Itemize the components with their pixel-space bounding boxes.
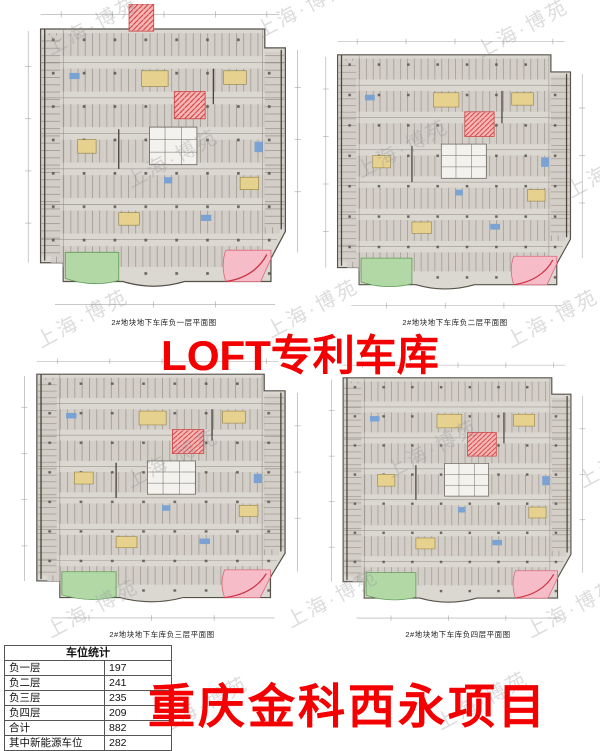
row-label: 负四层 xyxy=(4,705,105,721)
surface-ramp xyxy=(128,4,155,32)
patent-garage-title: LOFT专利车库 xyxy=(161,332,439,379)
table-row: 负四层 209 xyxy=(4,705,172,721)
floor-plan-b2-drawing xyxy=(318,32,592,317)
floor-plan-b1: 2#地块地下车库负一层平面图 xyxy=(20,4,308,328)
floor-plan-b4: 2#地块地下车库负四层平面图 xyxy=(324,356,592,640)
table-row: 合计 882 xyxy=(4,720,172,736)
table-row: 负二层 241 xyxy=(4,675,172,691)
parking-stats-table: 车位统计 负一层 197 负二层 241 负三层 235 负四层 209 合计 … xyxy=(4,645,172,751)
floor-plan-b3: 2#地块地下车库负三层平面图 xyxy=(16,352,308,640)
plan-caption: 2#地块地下车库负三层平面图 xyxy=(109,630,215,639)
plan-caption: 2#地块地下车库负一层平面图 xyxy=(111,318,217,327)
stats-title: 车位统计 xyxy=(4,645,172,661)
row-label: 其中新能源车位 xyxy=(4,735,105,751)
row-value: 209 xyxy=(104,705,172,721)
row-label: 负三层 xyxy=(4,690,105,706)
table-row: 负三层 235 xyxy=(4,690,172,706)
row-label: 负二层 xyxy=(4,675,105,691)
floor-plan-b3-drawing xyxy=(16,352,308,629)
floor-plan-b2: 2#地块地下车库负二层平面图 xyxy=(318,32,592,328)
table-row: 负一层 197 xyxy=(4,660,172,676)
plan-caption: 2#地块地下车库负二层平面图 xyxy=(402,318,508,327)
row-value: 282 xyxy=(104,735,172,751)
project-name-title: 重庆金科西永项目 xyxy=(148,680,548,733)
row-label: 合计 xyxy=(4,720,105,736)
plan-caption: 2#地块地下车库负四层平面图 xyxy=(405,630,511,639)
table-row: 其中新能源车位 282 xyxy=(4,735,172,751)
floor-plan-b1-drawing xyxy=(20,4,308,317)
table-title-row: 车位统计 xyxy=(4,645,172,661)
floor-plan-b4-drawing xyxy=(324,356,592,629)
row-label: 负一层 xyxy=(4,660,105,676)
